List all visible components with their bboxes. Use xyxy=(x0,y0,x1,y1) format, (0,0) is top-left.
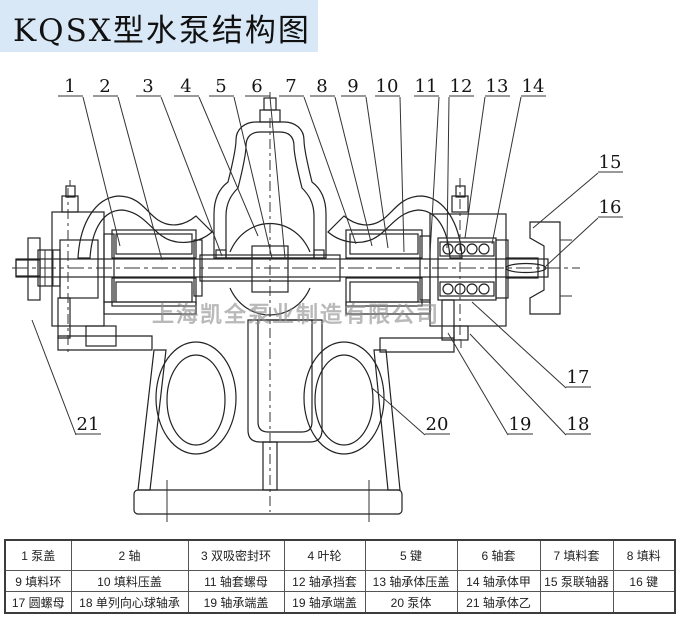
callout-number: 8 xyxy=(316,76,327,97)
part-cell: 3 双吸密封环 xyxy=(187,539,285,571)
callout-number: 2 xyxy=(99,76,110,97)
callout-number: 21 xyxy=(77,414,100,435)
part-cell: 6 轴套 xyxy=(456,539,541,571)
callout-3: 3 xyxy=(136,76,223,257)
seal-ring-left xyxy=(215,249,227,259)
centerlines xyxy=(12,118,580,512)
callout-number: 1 xyxy=(64,76,75,97)
callout-4: 4 xyxy=(174,76,259,237)
callout-number: 18 xyxy=(567,414,590,435)
callout-number: 11 xyxy=(415,76,438,97)
part-cell: 16 键 xyxy=(612,570,676,592)
part-cell: 14 轴承体甲 xyxy=(456,570,541,592)
base-flange xyxy=(133,480,403,522)
callout-15: 15 xyxy=(532,152,623,229)
volute-wings xyxy=(77,195,463,259)
callout-number: 12 xyxy=(450,76,473,97)
left-bearing-bolt xyxy=(61,180,79,213)
part-cell: 19 轴承端盖 xyxy=(187,591,285,614)
callout-number: 16 xyxy=(599,197,622,218)
callout-6: 6 xyxy=(245,76,286,259)
callout-number: 10 xyxy=(376,76,399,97)
callout-number: 13 xyxy=(486,76,509,97)
ball-bearing-upper xyxy=(439,241,495,257)
part-cell xyxy=(612,591,676,614)
page-title: KQSX型水泵结构图 xyxy=(0,0,318,52)
callout-7: 7 xyxy=(279,76,357,245)
callout-21: 21 xyxy=(31,319,101,436)
part-cell: 10 填料压盖 xyxy=(70,570,189,592)
callout-10: 10 xyxy=(375,76,405,253)
callout-12: 12 xyxy=(446,76,474,249)
callout-1: 1 xyxy=(58,76,121,247)
watermark-text: 上海凯全泵业制造有限公司 xyxy=(152,302,440,327)
callout-number: 5 xyxy=(215,76,226,97)
callout-13: 13 xyxy=(464,76,510,239)
part-cell: 19 轴承端盖 xyxy=(283,591,366,614)
part-cell: 13 轴承体压盖 xyxy=(364,570,458,592)
callout-17: 17 xyxy=(471,301,591,389)
callout-number: 9 xyxy=(347,76,358,97)
right-bearing-bottom-bolt xyxy=(453,325,469,348)
part-cell: 5 键 xyxy=(364,539,458,571)
part-cell xyxy=(539,591,614,614)
callout-19: 19 xyxy=(447,332,533,436)
part-cell: 9 填料环 xyxy=(4,570,72,592)
callout-number: 19 xyxy=(509,414,532,435)
part-cell: 12 轴承挡套 xyxy=(283,570,366,592)
part-cell: 1 泵盖 xyxy=(4,539,72,571)
callout-11: 11 xyxy=(414,76,440,255)
callout-16: 16 xyxy=(545,197,623,267)
part-cell: 2 轴 xyxy=(70,539,189,571)
part-cell: 15 泵联轴器 xyxy=(539,570,614,592)
left-bearing-housing xyxy=(27,180,117,347)
callout-5: 5 xyxy=(209,76,273,259)
part-cell: 21 轴承体乙 xyxy=(456,591,541,614)
part-cell: 7 填料套 xyxy=(539,539,614,571)
callout-2: 2 xyxy=(93,76,163,261)
callout-18: 18 xyxy=(469,333,591,436)
callout-number: 20 xyxy=(426,414,449,435)
part-cell: 4 叶轮 xyxy=(283,539,366,571)
callout-8: 8 xyxy=(310,76,373,247)
part-cell: 11 轴套螺母 xyxy=(187,570,285,592)
part-cell: 18 单列向心球轴承 xyxy=(70,591,189,614)
callout-number: 3 xyxy=(142,76,153,97)
ball-bearing-lower xyxy=(439,281,495,297)
callout-number: 14 xyxy=(522,76,545,97)
seal-ring-right xyxy=(313,249,325,259)
callout-number: 17 xyxy=(567,367,590,388)
callout-number: 7 xyxy=(285,76,296,97)
part-cell: 17 圆螺母 xyxy=(4,591,72,614)
callout-20: 20 xyxy=(371,387,450,436)
part-cell: 20 泵体 xyxy=(364,591,458,614)
callout-number: 15 xyxy=(599,152,622,173)
callout-14: 14 xyxy=(491,76,546,245)
callout-9: 9 xyxy=(341,76,389,249)
callout-number: 4 xyxy=(180,76,191,97)
part-cell: 8 填料 xyxy=(612,539,676,571)
callout-number: 6 xyxy=(251,76,262,97)
